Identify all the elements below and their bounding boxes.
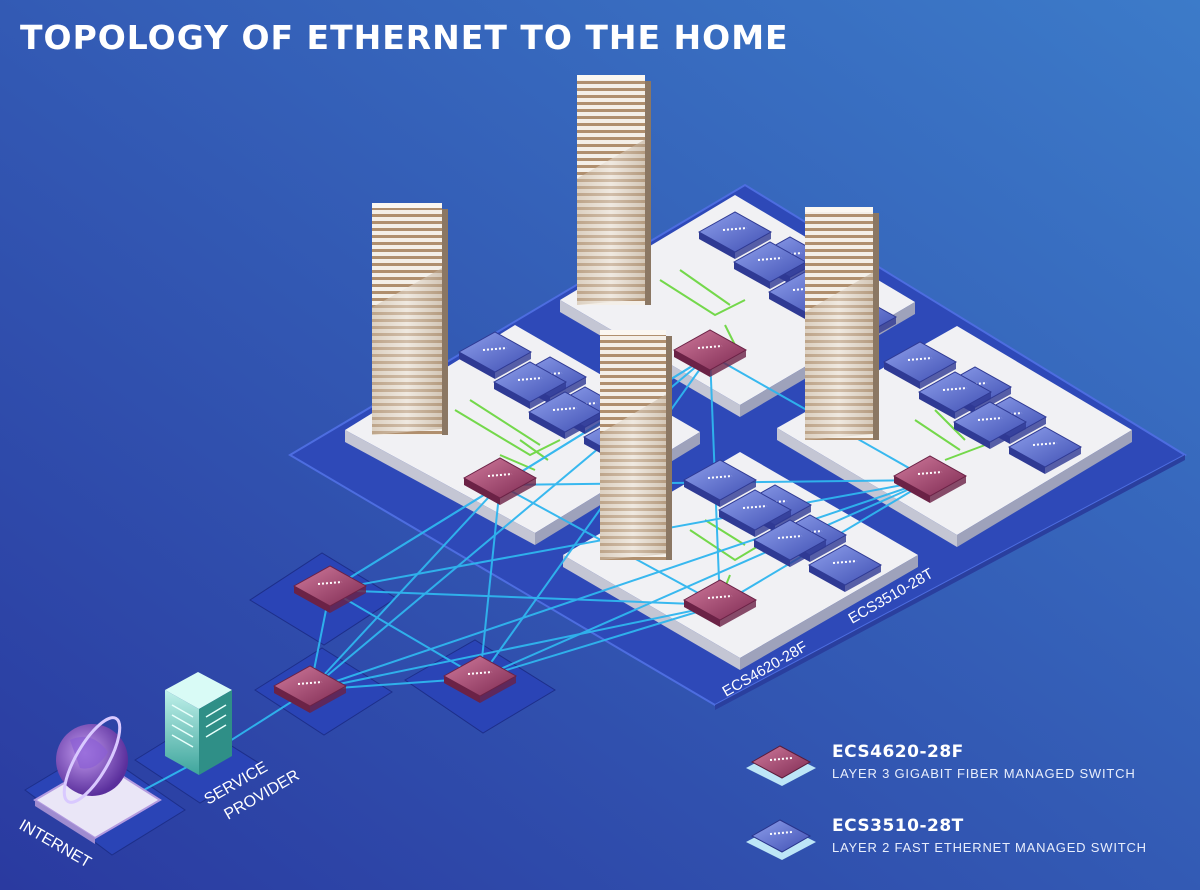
l2-switch-icon — [746, 819, 816, 860]
internet-globe-icon — [33, 716, 162, 844]
l2-switch — [492, 361, 568, 409]
legend-description: LAYER 2 FAST ETHERNET MANAGED SWITCH — [832, 840, 1147, 855]
legend-description: LAYER 3 GIGABIT FIBER MANAGED SWITCH — [832, 766, 1136, 781]
l3-switch — [892, 455, 968, 503]
l3-switch — [292, 565, 368, 613]
tower — [805, 207, 879, 440]
l3-switch-icon — [746, 745, 816, 786]
l3-switch — [462, 457, 538, 505]
l2-switch — [807, 544, 883, 592]
legend-item-l3: ECS4620-28F LAYER 3 GIGABIT FIBER MANAGE… — [740, 738, 1190, 798]
l2-switch — [752, 519, 828, 567]
l2-switch — [952, 401, 1028, 449]
legend-name: ECS4620-28F — [832, 742, 964, 762]
tower — [372, 203, 448, 435]
page-title: TOPOLOGY OF ETHERNET TO THE HOME — [20, 18, 789, 57]
l2-switch — [917, 371, 993, 419]
l2-switch — [682, 459, 758, 507]
legend-name: ECS3510-28T — [832, 816, 964, 836]
l2-switch — [882, 341, 958, 389]
l3-switch — [672, 329, 748, 377]
l2-switch — [457, 331, 533, 379]
service-provider-server-icon — [165, 672, 232, 775]
tower — [600, 330, 672, 560]
legend-item-l2: ECS3510-28T LAYER 2 FAST ETHERNET MANAGE… — [740, 812, 1190, 872]
residential-towers — [372, 75, 879, 560]
l3-switch — [682, 579, 758, 627]
l2-switch — [1007, 426, 1083, 474]
tower — [577, 75, 651, 305]
l3-switch-group — [272, 329, 968, 713]
l2-switch — [697, 211, 773, 259]
l3-switch — [442, 655, 518, 703]
l3-switch — [272, 665, 348, 713]
l2-switch — [717, 489, 793, 537]
l2-switch — [527, 391, 603, 439]
